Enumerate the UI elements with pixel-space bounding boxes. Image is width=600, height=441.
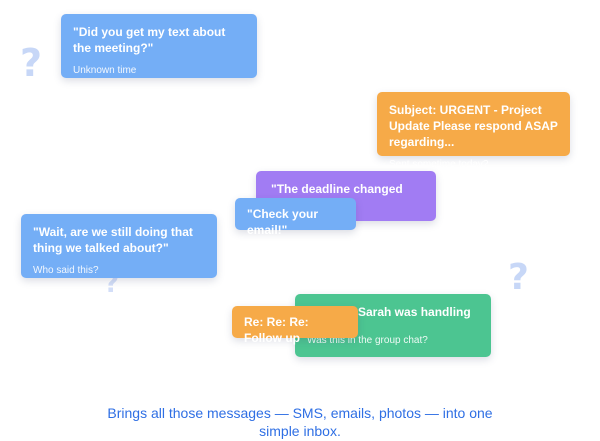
message-card-follow-up: Re: Re: Re: Follow up bbox=[232, 306, 358, 345]
message-card-urgent-email: Subject: URGENT - Project Update Please … bbox=[377, 92, 570, 170]
message-meta: Was this in the group chat? bbox=[307, 335, 428, 346]
message-card-check-email: "Check your email!" bbox=[235, 198, 356, 237]
message-text: Re: Re: Re: Follow up bbox=[244, 315, 309, 345]
message-text: Sarah was handling bbox=[358, 305, 471, 319]
caption-text: Brings all those messages — SMS, emails,… bbox=[107, 405, 493, 439]
message-text: Subject: URGENT - Project Update Please … bbox=[389, 103, 558, 149]
message-meta: Sent sometime today? bbox=[389, 159, 489, 170]
message-card-meeting-text: "Did you get my text about the meeting?"… bbox=[61, 14, 257, 78]
message-meta: Unknown time bbox=[73, 65, 137, 76]
message-card-that-thing: "Wait, are we still doing that thing we … bbox=[21, 214, 217, 278]
message-meta: Who said this? bbox=[33, 265, 99, 276]
question-mark-icon: ? bbox=[508, 257, 529, 298]
message-text: "Wait, are we still doing that thing we … bbox=[33, 225, 193, 255]
question-mark-icon: ? bbox=[20, 41, 43, 85]
message-text: "Did you get my text about the meeting?" bbox=[73, 25, 226, 55]
caption: Brings all those messages — SMS, emails,… bbox=[0, 404, 600, 440]
message-text: "Check your email!" bbox=[247, 207, 319, 237]
